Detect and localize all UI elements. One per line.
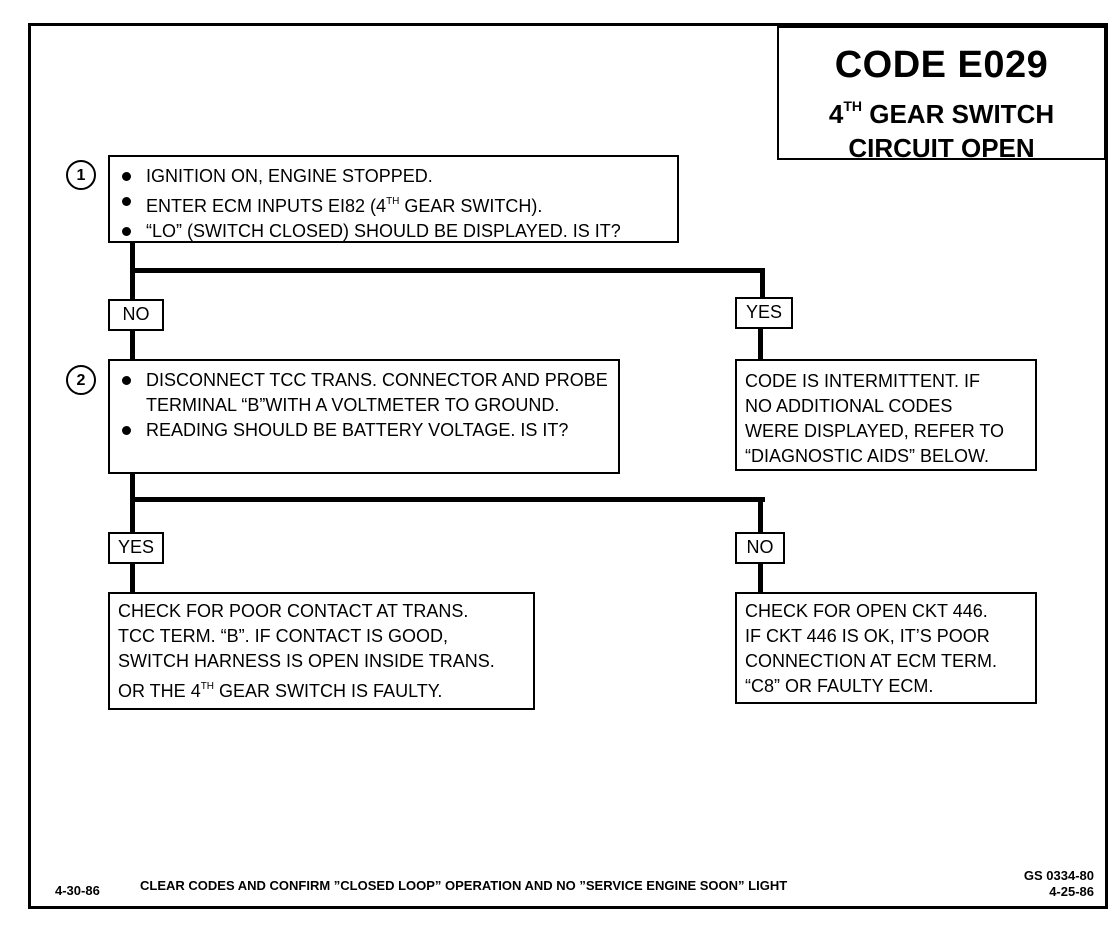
result-open-ckt-line-3: CONNECTION AT ECM TERM. bbox=[745, 651, 998, 671]
result-intermittent-line-4: “DIAGNOSTIC AIDS” BELOW. bbox=[745, 446, 990, 466]
result-intermittent-line-1: CODE IS INTERMITTENT. IF bbox=[745, 371, 981, 391]
result-poor-contact-line-1: CHECK FOR POOR CONTACT AT TRANS. bbox=[118, 601, 469, 621]
connector-yes2-to-result bbox=[130, 562, 135, 594]
step-2-bullet-1: DISCONNECT TCC TRANS. CONNECTOR AND PROB… bbox=[118, 368, 610, 418]
title-box: CODE E029 4TH GEAR SWITCH CIRCUIT OPEN bbox=[777, 26, 1106, 163]
title-line-1: 4TH GEAR SWITCH bbox=[828, 98, 1055, 129]
footer-instruction: CLEAR CODES AND CONFIRM ”CLOSED LOOP” OP… bbox=[140, 878, 788, 893]
connector-2-branch bbox=[130, 497, 765, 502]
step-2-marker: 2 bbox=[66, 365, 96, 395]
result-open-ckt-line-1: CHECK FOR OPEN CKT 446. bbox=[745, 601, 988, 621]
step-2-bullet-2: READING SHOULD BE BATTERY VOLTAGE. IS IT… bbox=[118, 418, 610, 443]
result-poor-contact-box: CHECK FOR POOR CONTACT AT TRANS. TCC TER… bbox=[108, 592, 535, 710]
code-title: CODE E029 bbox=[834, 44, 1049, 86]
result-intermittent-box: CODE IS INTERMITTENT. IF NO ADDITIONAL C… bbox=[735, 359, 1037, 471]
step-1-box: IGNITION ON, ENGINE STOPPED. ENTER ECM I… bbox=[108, 155, 679, 243]
result-intermittent-line-2: NO ADDITIONAL CODES bbox=[745, 396, 953, 416]
result-poor-contact-line-3: SWITCH HARNESS IS OPEN INSIDE TRANS. bbox=[118, 651, 495, 671]
diagram-frame bbox=[28, 23, 1108, 909]
connector-no-to-2 bbox=[130, 330, 135, 360]
result-open-ckt-line-4: “C8” OR FAULTY ECM. bbox=[745, 676, 934, 696]
step-2-yes-label: YES bbox=[108, 532, 164, 564]
connector-2-no-down bbox=[758, 497, 763, 533]
step-1-marker: 1 bbox=[66, 160, 96, 190]
step-2-no-label: NO bbox=[735, 532, 785, 564]
footer-ref-date: 4-25-86 bbox=[1049, 884, 1094, 899]
title-line-2: CIRCUIT OPEN bbox=[848, 133, 1035, 163]
step-1-bullet-3: “LO” (SWITCH CLOSED) SHOULD BE DISPLAYED… bbox=[118, 219, 669, 244]
result-intermittent-line-3: WERE DISPLAYED, REFER TO bbox=[745, 421, 1005, 441]
connector-1-yes-down bbox=[760, 268, 765, 298]
result-open-ckt-line-2: IF CKT 446 IS OK, IT’S POOR bbox=[745, 626, 990, 646]
result-poor-contact-line-2: TCC TERM. “B”. IF CONTACT IS GOOD, bbox=[118, 626, 449, 646]
connector-yes-to-result bbox=[758, 328, 763, 360]
footer-ref: GS 0334-80 4-25-86 bbox=[960, 868, 1094, 900]
footer-date-left: 4-30-86 bbox=[55, 883, 100, 898]
step-2-box: DISCONNECT TCC TRANS. CONNECTOR AND PROB… bbox=[108, 359, 620, 474]
connector-1-branch bbox=[130, 268, 765, 273]
step-1-bullet-1: IGNITION ON, ENGINE STOPPED. bbox=[118, 164, 669, 189]
connector-no2-to-result bbox=[758, 562, 763, 594]
footer-ref-code: GS 0334-80 bbox=[1023, 868, 1094, 883]
step-1-yes-label: YES bbox=[735, 297, 793, 329]
result-poor-contact-line-4: OR THE 4TH GEAR SWITCH IS FAULTY. bbox=[118, 681, 443, 701]
connector-2-down bbox=[130, 472, 135, 532]
step-1-bullet-2: ENTER ECM INPUTS EI82 (4TH GEAR SWITCH). bbox=[118, 189, 669, 219]
result-open-ckt-box: CHECK FOR OPEN CKT 446. IF CKT 446 IS OK… bbox=[735, 592, 1037, 704]
step-1-no-label: NO bbox=[108, 299, 164, 331]
